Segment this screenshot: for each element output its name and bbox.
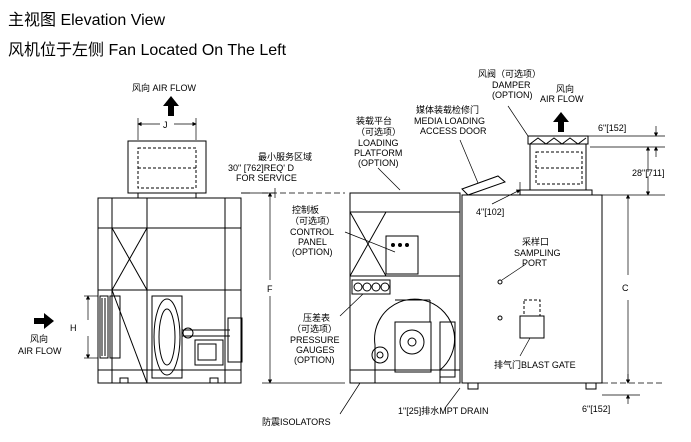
gauges-en-1: PRESSURE: [290, 335, 340, 345]
dim-4-label: 4"[102]: [476, 207, 504, 217]
dim-c-label: C: [622, 283, 629, 293]
sampling-en-2: PORT: [522, 258, 547, 268]
damper-en: DAMPER: [492, 80, 531, 90]
drain-label: 1"[25]排水MPT DRAIN: [398, 405, 489, 416]
platform-en-1: LOADING: [358, 138, 399, 148]
control-panel-cn: 控制板: [292, 204, 319, 215]
dim-28-label: 28"[711]: [632, 168, 665, 178]
dim-bottom-label: 6"[152]: [582, 404, 610, 414]
dim-h-label: H: [70, 323, 77, 333]
dim-j-label: J: [163, 120, 168, 130]
gauges-cn: 压差表: [303, 312, 330, 323]
airflow-damper-arrow-icon: [553, 112, 569, 132]
sampling-cn: 采样口: [522, 236, 549, 247]
platform-option: (OPTION): [358, 158, 399, 168]
airflow-in-arrow-icon: [34, 313, 54, 329]
dim-f-label: F: [267, 284, 273, 294]
sampling-en-1: SAMPLING: [514, 248, 561, 258]
control-panel-option-cn: （可选项）: [290, 215, 335, 226]
airflow-in-label-en: AIR FLOW: [18, 346, 62, 356]
right-unit: [461, 135, 603, 390]
damper-airflow-cn: 风向: [556, 83, 574, 94]
airflow-in-label-cn: 风向: [30, 333, 48, 344]
airflow-up-label: 风向 AIR FLOW: [132, 82, 197, 93]
damper-option: (OPTION): [492, 90, 533, 100]
access-door-en-1: MEDIA LOADING: [414, 116, 485, 126]
platform-en-2: PLATFORM: [354, 148, 402, 158]
control-panel-en-2: PANEL: [298, 237, 327, 247]
service-area-req: 30" [762]REQ' D: [228, 163, 294, 173]
dim-top-label: 6"[152]: [598, 123, 626, 133]
gauges-option-cn: （可选项）: [292, 323, 337, 334]
gauges-option: (OPTION): [294, 355, 335, 365]
access-door-cn: 媒体装载检修门: [416, 104, 479, 115]
middle-unit: [349, 192, 461, 384]
left-unit: [97, 140, 243, 384]
isolators-label: 防震ISOLATORS: [262, 416, 331, 427]
platform-option-cn: （可选项）: [356, 126, 401, 137]
airflow-up-arrow-icon: [163, 96, 179, 116]
damper-airflow-en: AIR FLOW: [540, 94, 584, 104]
service-area-cn: 最小服务区域: [258, 151, 312, 162]
blast-gate-label: 排气门BLAST GATE: [494, 359, 576, 370]
damper-cn: 风阀（可选项）: [478, 68, 541, 79]
control-panel-option: (OPTION): [292, 247, 333, 257]
service-area-en: FOR SERVICE: [236, 173, 297, 183]
control-panel-en-1: CONTROL: [290, 227, 334, 237]
gauges-en-2: GAUGES: [296, 345, 335, 355]
elevation-view-title: 主视图 Elevation View: [8, 12, 166, 29]
fan-location-subtitle: 风机位于左侧 Fan Located On The Left: [8, 42, 287, 59]
platform-cn: 装载平台: [356, 115, 392, 126]
access-door-en-2: ACCESS DOOR: [420, 126, 487, 136]
